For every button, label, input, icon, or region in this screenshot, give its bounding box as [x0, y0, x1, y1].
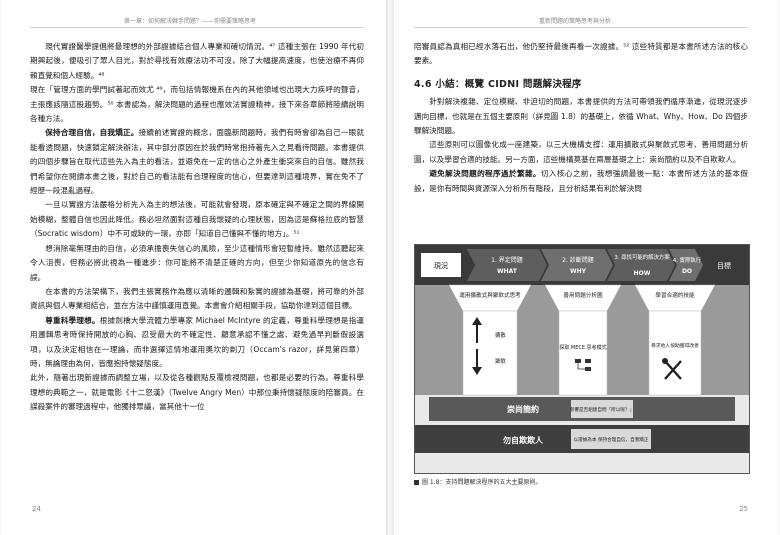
- paragraph: 陪審員認為真相已經水落石出，他仍堅持最後再看一次證據。⁵² 這些特質都是本書所述…: [414, 42, 748, 66]
- book-gutter: [386, 0, 394, 535]
- paragraph: 保持合理自信，自我矯正。接續前述實證的概念，面臨新問題時，我們有時會卻為自己一眼…: [30, 128, 365, 196]
- paragraph: 現在「管理方面的學門試著起而效尤 ⁴⁹，而包括情報機系在內的其他領域也出現大力疾…: [30, 85, 364, 124]
- pillar-title: 學習合適的技能: [655, 291, 695, 299]
- paragraph: 這些原則可以圖像化成一座建築，以三大機構支撐：運用擴散式與聚斂式思考、善用問題分…: [414, 140, 748, 164]
- right-body-text: 陪審員認為真相已經水落石出，他仍堅持最後再看一次證據。⁵² 這些特質都是本書所述…: [414, 40, 748, 196]
- pillar: 學習合適的技能 尋求他人協助獲得改善: [634, 284, 716, 396]
- figure-caption: 圖 1.8：支持問題解決程序的五大主要原則。: [414, 477, 541, 486]
- paragraph: 此外，隨著出現新證據而調整立場，以及從各種觀點反覆檢視問題，也都是必要的行為。尊…: [30, 373, 364, 412]
- tools-icon: [662, 358, 682, 380]
- pillar-detail: 聚斂: [495, 357, 506, 365]
- paragraph: 一旦以實證方法嚴格分析先入為主的想法後，可能就會發現，原本確定與不確定之間的界線…: [30, 200, 364, 239]
- paragraph: 避免解決問題的程序過於繁雜。切入核心之前，我想強調最後一點：本書所述方法的基本假…: [414, 169, 748, 193]
- paragraph-lead: 尊重科學理想。: [45, 315, 100, 325]
- left-page: 第一章：如何解決棘手問題？——你需要策略思考 現代實證醫學提倡將最理想的外部證據…: [2, 0, 386, 535]
- left-body-text: 現代實證醫學提倡將最理想的外部證據結合個人專業和確切情況。⁴⁷ 這種主張在 19…: [30, 40, 364, 415]
- foundation-1-label: 崇尚簡約: [507, 404, 539, 414]
- current-state-label: 現況: [434, 261, 448, 270]
- foundation-1-callout: [571, 400, 633, 418]
- pillar-detail: 擴散: [495, 331, 506, 339]
- pillar-detail: 探取 MECE 思考模式: [559, 344, 606, 351]
- step-code: WHAT: [497, 268, 518, 275]
- step-chevron: 3. 尋找可能的解決方案 HOW: [607, 249, 675, 281]
- step-title: 1. 界定問題: [491, 256, 523, 264]
- step-code: DO: [682, 268, 692, 275]
- goal-label: 目標: [717, 261, 731, 270]
- step-chevron: 2. 診斷問題 WHY: [541, 249, 613, 281]
- step-title: 2. 診斷問題: [562, 256, 594, 264]
- pillar: 運用擴散式與聚斂式思考 擴散 聚斂: [448, 284, 532, 396]
- step-chevron: 4. 實際執行 DO: [669, 249, 703, 281]
- running-head: 重新問題的策略思考與分析: [539, 18, 612, 25]
- running-head: 第一章：如何解決棘手問題？——你需要策略思考: [124, 18, 257, 25]
- paragraph: 尊重科學理想。根據劍橋大學流體力學專家 Michael McIntyre 的定義…: [30, 315, 365, 368]
- section-heading: 4.6 小結：概覽 CIDNI 問題解決程序: [414, 78, 582, 90]
- pillar-title: 善用問題分析圖: [563, 291, 603, 299]
- paragraph-lead: 保持合理自信，自我矯正。: [45, 128, 139, 138]
- header-rule: [30, 27, 364, 28]
- current-state-box: [421, 253, 461, 277]
- step-code: HOW: [634, 270, 651, 277]
- paragraph-lead: 避免解決問題的程序過於繁雜。: [429, 169, 541, 179]
- pillar: 善用問題分析圖 探取 MECE 思考模式: [544, 284, 622, 396]
- paragraph: 現代實證醫學提倡將最理想的外部證據結合個人專業和確切情況。⁴⁷ 這種主張在 19…: [30, 42, 364, 80]
- step-title: 4. 實際執行: [673, 256, 702, 264]
- foundation-2-note: 以證據為本 保持合理自信，自我矯正: [574, 436, 649, 443]
- pillar-detail: 尋求他人協助獲得改善: [651, 342, 699, 349]
- foundation-2-label: 勿自欺欺人: [502, 435, 544, 445]
- step-code: WHY: [570, 268, 587, 275]
- right-page: 重新問題的策略思考與分析 陪審員認為真相已經水落石出，他仍堅持最後再看一次證據。…: [394, 0, 778, 535]
- figure-diagram: 現況 1. 界定問題 WHAT 2. 診斷問題 WHY 3. 尋找可能的解決方案…: [415, 245, 749, 473]
- page-number: 24: [32, 505, 41, 513]
- tree-icon: [575, 359, 591, 371]
- figure-principles: 現況 1. 界定問題 WHAT 2. 診斷問題 WHY 3. 尋找可能的解決方案…: [414, 244, 750, 474]
- paragraph: 在本書的方法架構下，我們主張實務作為應以清晰的邏輯和紮實的證據為基礎，將可靠的外…: [30, 286, 364, 311]
- foundation-2-callout: [571, 429, 651, 449]
- step-title: 3. 尋找可能的解決方案: [614, 253, 670, 261]
- pillar-title: 運用擴散式與聚斂式思考: [459, 291, 521, 299]
- paragraph: 針對解決複雜、定位模糊、非迫切的問題，本書提供的方法可帶領我們循序漸進，從現況逐…: [414, 97, 748, 136]
- page-number: 25: [739, 505, 748, 513]
- foundation-1-note: 影響是否組建自問「所以呢？」: [570, 406, 634, 413]
- header-rule: [414, 27, 748, 28]
- caption-marker: [414, 480, 419, 485]
- step-chevron: 1. 界定問題 WHAT: [467, 249, 547, 281]
- paragraph: 想消除毫無理由的自信，必須承擔喪失信心的風險，至少這種情形會短暫維持。雖然這聽起…: [30, 243, 364, 282]
